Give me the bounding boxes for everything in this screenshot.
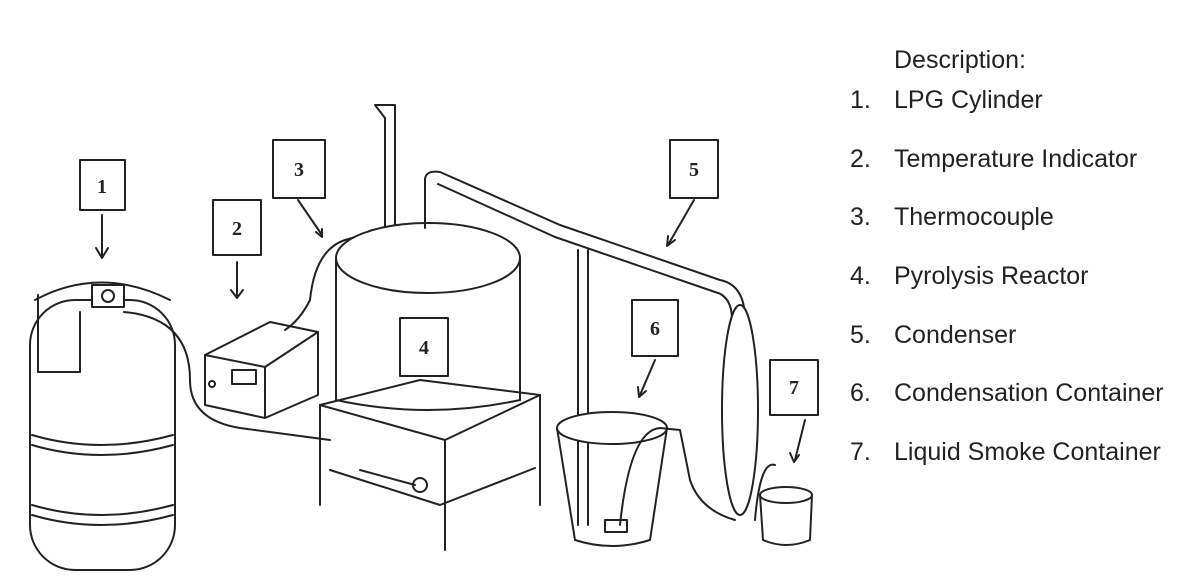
legend-item: 1. LPG Cylinder [850,80,1196,139]
legend-item: 4. Pyrolysis Reactor [850,256,1196,315]
label-5: 5 [689,159,699,181]
legend-text: Pyrolysis Reactor [894,262,1089,291]
legend-text: Condensation Container [894,379,1164,408]
legend-number: 5. [850,320,871,349]
legend-number: 6. [850,379,871,408]
legend-text: Thermocouple [894,203,1054,232]
legend-text: Liquid Smoke Container [894,438,1161,467]
liquid-smoke-container [754,463,813,546]
label-4-group [399,317,449,377]
legend-item: 7. Liquid Smoke Container [850,432,1196,491]
label-1-group [79,159,126,259]
legend-text: LPG Cylinder [894,86,1043,114]
label-6-group [631,299,679,398]
label-1: 1 [97,176,107,198]
label-2: 2 [232,218,242,240]
pyrolysis-reactor [335,222,521,411]
gas-hose [123,311,331,441]
legend: Description: 1. LPG Cylinder 2. Temperat… [850,40,1196,491]
legend-number: 4. [850,262,871,291]
apparatus-diagram: 1 2 3 4 5 6 7 [29,104,819,571]
legend-text: Temperature Indicator [894,144,1138,173]
legend-number: 3. [850,203,871,232]
legend-number: 2. [850,144,871,173]
chimney-pipe [374,104,396,233]
label-4: 4 [419,337,429,359]
temperature-indicator [204,321,319,419]
legend-item: 3. Thermocouple [850,197,1196,256]
legend-item: 2. Temperature Indicator [850,139,1196,198]
condensation-container [556,411,736,547]
legend-title: Description: [894,46,1026,74]
label-7-group [769,359,819,463]
label-3-group [272,139,326,238]
legend-number: 7. [850,438,871,467]
label-2-group [212,199,262,299]
legend-item: 5. Condenser [850,315,1196,374]
reactor-stand [319,379,541,551]
label-3: 3 [294,159,304,181]
condenser-pipe [424,170,746,321]
lpg-cylinder [29,281,176,571]
label-7: 7 [789,377,799,399]
legend-item: 6. Condensation Container [850,373,1196,432]
legend-text: Condenser [894,320,1017,349]
condenser-jacket [721,304,759,516]
label-6: 6 [650,318,660,340]
legend-number: 1. [850,86,871,114]
label-5-group [666,139,719,247]
